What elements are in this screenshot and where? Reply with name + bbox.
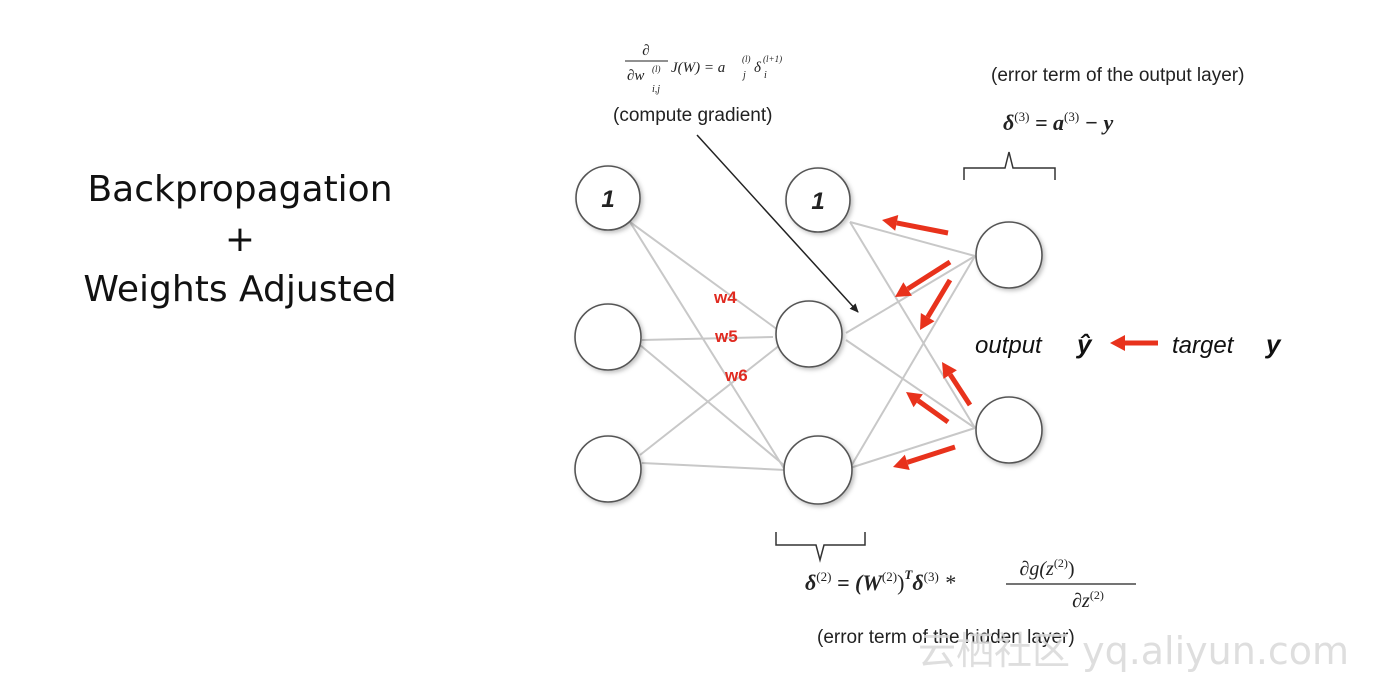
title-line-3: Weights Adjusted [83,269,397,310]
output-label: output [975,332,1043,359]
hidden-error-caption: (error term of the hidden layer) [817,627,1075,648]
output-error-caption: (error term of the output layer) [991,65,1244,86]
grad-rhs-sub: j [741,70,746,81]
edge-h1-o2 [849,221,976,429]
output-layer-brace [963,151,1056,180]
hidden-node-2 [775,300,843,368]
grad-numerator: ∂ [642,43,649,59]
grad-delta: δ [754,60,762,76]
edge-in2-h2 [641,336,774,341]
arrow-out2-to-h3 [893,444,956,471]
svg-text:∂g(z(2)): ∂g(z(2)) [1020,556,1075,580]
hidden-node-3 [783,435,853,505]
grad-den-sub: i,j [652,84,660,95]
edge-in1-h2 [629,221,779,331]
network-nodes [574,165,1043,505]
grad-rhs-sup: (l) [742,54,751,64]
input-node-3 [574,435,642,503]
arrow-target-to-output [1110,335,1158,351]
output-node-2 [975,396,1043,464]
weight-label-w6: w6 [724,366,748,385]
hidden-layer-brace [775,532,866,563]
input-node-2 [574,303,642,371]
svg-text:∂z(2): ∂z(2) [1072,588,1104,612]
svg-text:∂w: ∂w [627,68,644,84]
grad-den-sup: (l) [652,64,661,74]
title-line-1: Backpropagation [87,169,393,210]
arrow-out1-to-h2 [895,259,952,297]
arrow-out1-down [920,278,953,330]
output-node-1 [975,221,1043,289]
edge-in2-h3 [639,344,786,467]
gradient-pointer-arrow [696,134,859,313]
grad-delta-sub: i [764,70,767,81]
edge-h3-o1 [849,255,976,469]
title-line-2: + [224,219,256,260]
input-bias-label: 1 [601,186,614,213]
slide-title: Backpropagation + Weights Adjusted [60,165,420,315]
arrow-out2-to-h2 [906,392,950,425]
weight-label-w4: w4 [713,288,737,307]
edge-in3-h3 [641,462,786,471]
edge-h1-o1 [849,221,976,257]
output-symbol: ŷ [1075,329,1093,359]
hidden-error-formula: δ(2) = (W(2))Tδ(3) * ∂g(z(2)) ∂z(2) [805,556,1136,612]
grad-rhs: J(W) = a [671,60,725,76]
arrow-out2-up [942,362,973,407]
weight-label-w5: w5 [714,327,738,346]
gradient-formula: ∂ ∂w (l) i,j J(W) = a (l) j δ (l+1) i [625,43,782,95]
edge-in1-h3 [629,221,786,471]
input-bias-node [575,165,641,231]
watermark-text: 云栖社区 yq.aliyun.com [918,629,1349,673]
svg-text:δ(2) = (W(2))Tδ(3) *: δ(2) = (W(2))Tδ(3) * [805,567,955,595]
target-symbol: y [1264,329,1282,359]
edge-in3-h2 [639,344,781,456]
arrow-out1-to-hbias [882,215,949,236]
hidden-bias-node [785,167,851,233]
grad-delta-sup: (l+1) [763,54,782,64]
gradient-caption: (compute gradient) [613,105,772,126]
target-label: target [1172,332,1235,359]
backprop-arrows [882,215,1158,471]
edge-h2-o2 [845,339,976,429]
hidden-bias-label: 1 [811,188,824,215]
edge-h3-o2 [849,427,976,469]
grad-denominator: ∂w [627,68,644,84]
output-error-formula: δ(3) = a(3) − y [1003,109,1114,135]
